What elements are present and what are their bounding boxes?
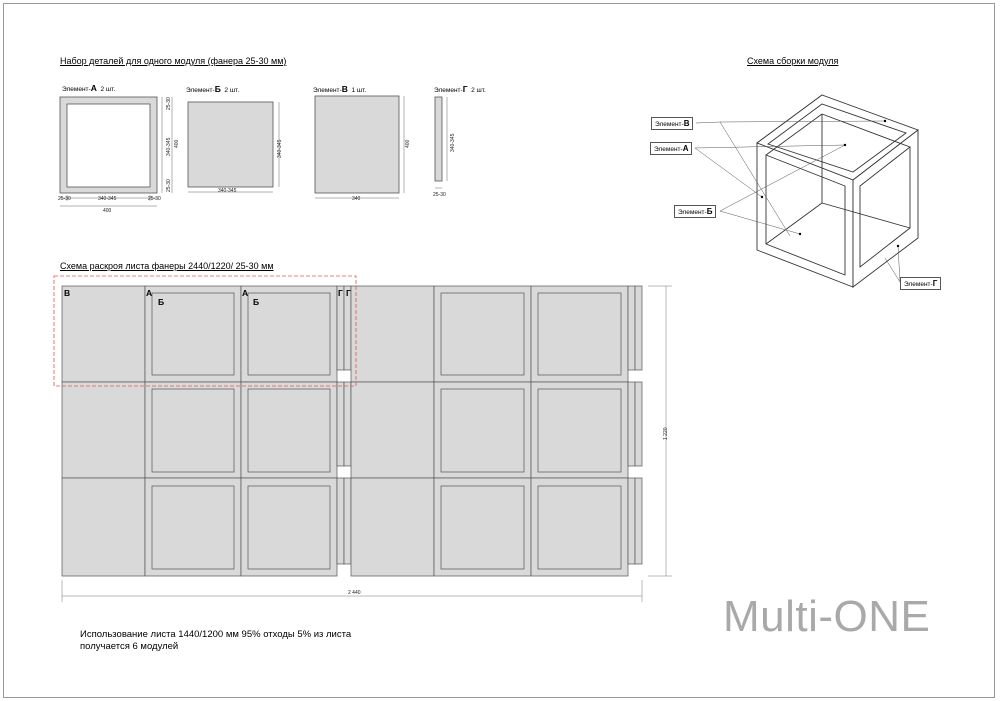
dim-a-right: 25-30 [148,196,161,202]
element-a-drawing [59,96,173,207]
dim-a-total: 400 [103,208,112,214]
element-b-label: Элемент-Б 2 шт. [186,84,240,94]
usage-note-line1: Использование листа 1440/1200 мм 95% отх… [80,629,352,640]
dim-a-v-total: 400 [174,139,180,148]
callout-element-v: Элемент-В [651,117,694,130]
drawing-frame [3,3,995,698]
element-g-label: Элемент-Г 2 шт. [434,84,486,94]
dim-a-v-top: 25-30 [166,97,172,110]
dim-g-side: 340-345 [450,133,456,152]
dim-a-mid: 340-345 [98,196,117,202]
sheet-label-b1: Б [158,297,165,307]
dim-a-v-mid: 340-345 [166,137,172,156]
module-highlight [53,275,357,387]
dim-a-left: 25-30 [58,196,71,202]
sheet-width-dim: 2 440 [348,590,361,596]
dim-g-bottom: 25-30 [433,192,446,198]
sheet-dimension-lines [61,285,672,602]
assembly-cube [756,94,919,288]
dim-a-v-bottom: 25-30 [166,179,172,192]
parts-title: Набор деталей для одного модуля (фанера … [60,56,287,66]
dim-v-side: 400 [405,139,411,148]
dim-b-bottom: 340-345 [218,188,237,194]
cutting-title: Схема раскроя листа фанеры 2440/1220/ 25… [60,261,274,271]
element-v-drawing [314,95,405,199]
element-a-label: Элемент-А 2 шт. [62,83,116,93]
sheet-label-b2: Б [253,297,260,307]
dim-b-side: 340-345 [277,139,283,158]
usage-note-line2: получается 6 модулей [80,641,179,652]
sheet-label-a2: А [242,288,249,298]
callout-element-b: Элемент-Б [674,205,717,218]
sheet-label-a1: А [146,288,153,298]
sheet-label-g1: Г [338,288,343,298]
callout-dots [760,119,900,248]
assembly-title: Схема сборки модуля [747,56,839,66]
usage-note: Использование листа 1440/1200 мм 95% отх… [80,629,420,653]
callout-element-a: Элемент-А [650,142,693,155]
cutting-sheet [61,285,643,577]
element-b-drawing [187,101,280,193]
dim-v-bottom: 340 [352,196,361,202]
sheet-label-g2: Г [346,288,351,298]
sheet-height-dim: 1 220 [663,427,669,440]
callout-element-g: Элемент-Г [900,277,942,290]
element-v-label: Элемент-В 1 шт. [313,84,367,94]
callout-leaders [694,120,901,283]
element-g-drawing [434,96,448,189]
sheet-label-v: В [64,288,71,298]
brand-wordmark: Multi-ONE [723,592,931,641]
